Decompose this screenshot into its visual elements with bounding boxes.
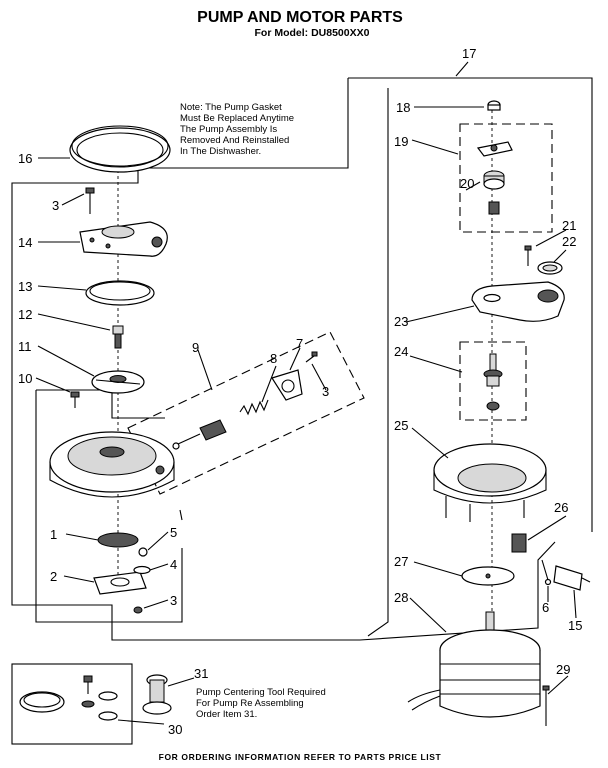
callout-20: 20 [460,176,474,191]
callout-16: 16 [18,151,32,166]
callout-9: 9 [192,340,199,355]
callout-7: 7 [296,336,303,351]
callout-3-valve: 3 [322,384,329,399]
part-28-motor [407,611,541,718]
part-12-bolt [112,325,124,349]
part-9-plunger [172,419,227,450]
callout-25: 25 [394,418,408,433]
tool-note: Pump Centering Tool Required For Pump Re… [196,687,326,720]
part-31-centering-tool [142,674,172,715]
part-18-nut [487,100,501,111]
part-3-screw-valve [305,351,318,363]
callout-15: 15 [568,618,582,633]
callout-22: 22 [562,234,576,249]
callout-26: 26 [554,500,568,515]
part-10-screw [70,391,80,408]
part-7-valve [271,369,303,401]
part-6-wire [541,559,552,586]
tool-note-line-3: Order Item 31. [196,709,257,720]
part-16-pump-gasket [69,125,171,173]
assembly-17-boundary [11,77,593,641]
callout-5: 5 [170,525,177,540]
callout-24: 24 [394,344,408,359]
part-5-ball [138,547,148,557]
callout-1: 1 [50,527,57,542]
callout-2: 2 [50,569,57,584]
leader-lines [35,61,577,725]
model-subtitle: For Model: DU8500XX0 [255,27,370,39]
callout-31: 31 [194,666,208,681]
part-2-bracket [93,571,147,595]
callout-30: 30 [168,722,182,737]
part-23-plate [471,281,565,322]
part-26-terminal [511,533,527,553]
callout-19: 19 [394,134,408,149]
callout-3-top: 3 [52,198,59,213]
assembly-24-box [459,341,527,421]
part-11-impeller [91,370,145,394]
note-line-1: Note: The Pump Gasket [180,102,282,113]
callout-10: 10 [18,371,32,386]
callout-8: 8 [270,351,277,366]
callout-27: 27 [394,554,408,569]
part-25-motor-mount [433,443,547,522]
note-line-5: In The Dishwasher. [180,146,261,157]
callout-18: 18 [396,100,410,115]
callout-labels: 1 2 3 3 3 4 5 6 7 8 9 10 11 12 13 14 15 … [18,46,582,737]
part-20-hub [483,170,505,215]
callout-6: 6 [542,600,549,615]
part-8-spring [239,399,269,416]
part-22-gasket [537,261,563,275]
pump-housing-boundary [35,389,183,623]
part-13-gasket [85,280,155,306]
callout-23: 23 [394,314,408,329]
part-3-screw-top [85,187,95,214]
callout-28: 28 [394,590,408,605]
part-15-connector [553,565,591,591]
footer-text: FOR ORDERING INFORMATION REFER TO PARTS … [159,752,442,762]
part-24-shaft [483,353,503,411]
part-4-oring [133,565,151,575]
motor-side-boundary [367,88,389,637]
callout-12: 12 [18,307,32,322]
part-29-screw [542,685,550,726]
callout-29: 29 [556,662,570,677]
note-line-3: The Pump Assembly Is [180,124,277,135]
pump-housing [49,431,175,498]
part-30-kit [19,675,118,721]
kit-30-box [11,663,133,745]
callout-11: 11 [18,339,32,354]
part-3-screw-bottom [133,606,143,614]
callout-21: 21 [562,218,576,233]
callout-4: 4 [170,557,177,572]
page-title: PUMP AND MOTOR PARTS [197,9,403,26]
part-14-pump-cover [79,221,168,257]
tool-note-line-2: For Pump Re Assembling [196,698,304,709]
callout-13: 13 [18,279,32,294]
gasket-note: Note: The Pump Gasket Must Be Replaced A… [180,102,294,157]
note-line-4: Removed And Reinstalled [180,135,289,146]
callout-3-bottom: 3 [170,593,177,608]
part-1-filter [97,532,139,548]
note-line-2: Must Be Replaced Anytime [180,113,294,124]
assembly-19-box [459,123,553,233]
tool-note-line-1: Pump Centering Tool Required [196,687,326,698]
callout-14: 14 [18,235,32,250]
callout-17: 17 [462,46,476,61]
part-27-disc [461,566,515,586]
part-21-screw [524,245,532,266]
part-19-blade [476,141,513,157]
